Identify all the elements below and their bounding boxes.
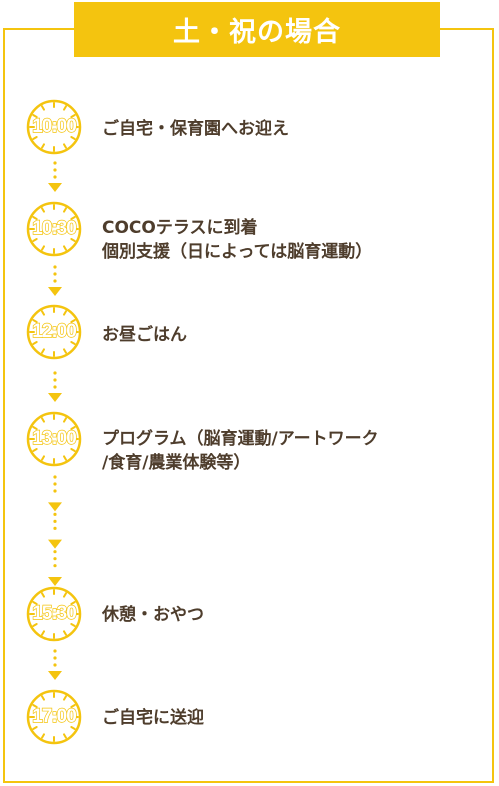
step-description: ご自宅に送迎 [102, 706, 204, 730]
step-time: 17:00 [31, 705, 77, 727]
arrow-down-icon [46, 160, 64, 192]
arrow-down-icon [46, 264, 64, 296]
step-text-line: 休憩・おやつ [102, 605, 204, 625]
clock-icon: 13:00 [25, 410, 83, 468]
title-banner: 土・祝の場合 [74, 2, 440, 57]
step-text-line: 個別支援（日によっては脳育運動） [102, 242, 373, 262]
step-text-line: お昼ごはん [102, 325, 187, 345]
step-description: ご自宅・保育園へお迎え [102, 117, 289, 141]
clock-icon: 17:00 [25, 688, 83, 746]
step-text-line: COCOテラスに到着 [102, 218, 258, 238]
clock-icon: 15:30 [25, 585, 83, 643]
step-text-line: ご自宅に送迎 [102, 708, 204, 728]
page-title: 土・祝の場合 [173, 17, 341, 48]
step-time: 10:00 [31, 115, 77, 137]
step-description: プログラム（脳育運動/アートワーク /食育/農業体験等） [102, 427, 379, 475]
step-time: 13:00 [31, 427, 77, 449]
step-text-line: /食育/農業体験等） [102, 453, 251, 473]
step-time: 15:30 [31, 602, 77, 624]
clock-icon: 12:00 [25, 303, 83, 361]
arrow-down-icon [46, 370, 64, 402]
step-text-line: ご自宅・保育園へお迎え [102, 119, 289, 139]
step-description: COCOテラスに到着 個別支援（日によっては脳育運動） [102, 216, 372, 264]
step-time: 10:30 [31, 217, 77, 239]
clock-icon: 10:30 [25, 200, 83, 258]
arrow-down-icon [46, 474, 64, 586]
arrow-down-icon [46, 648, 64, 680]
step-text-line: プログラム（脳育運動/アートワーク [102, 429, 379, 449]
step-description: お昼ごはん [102, 323, 187, 347]
clock-icon: 10:00 [25, 98, 83, 156]
step-time: 12:00 [31, 320, 77, 342]
step-description: 休憩・おやつ [102, 603, 204, 627]
